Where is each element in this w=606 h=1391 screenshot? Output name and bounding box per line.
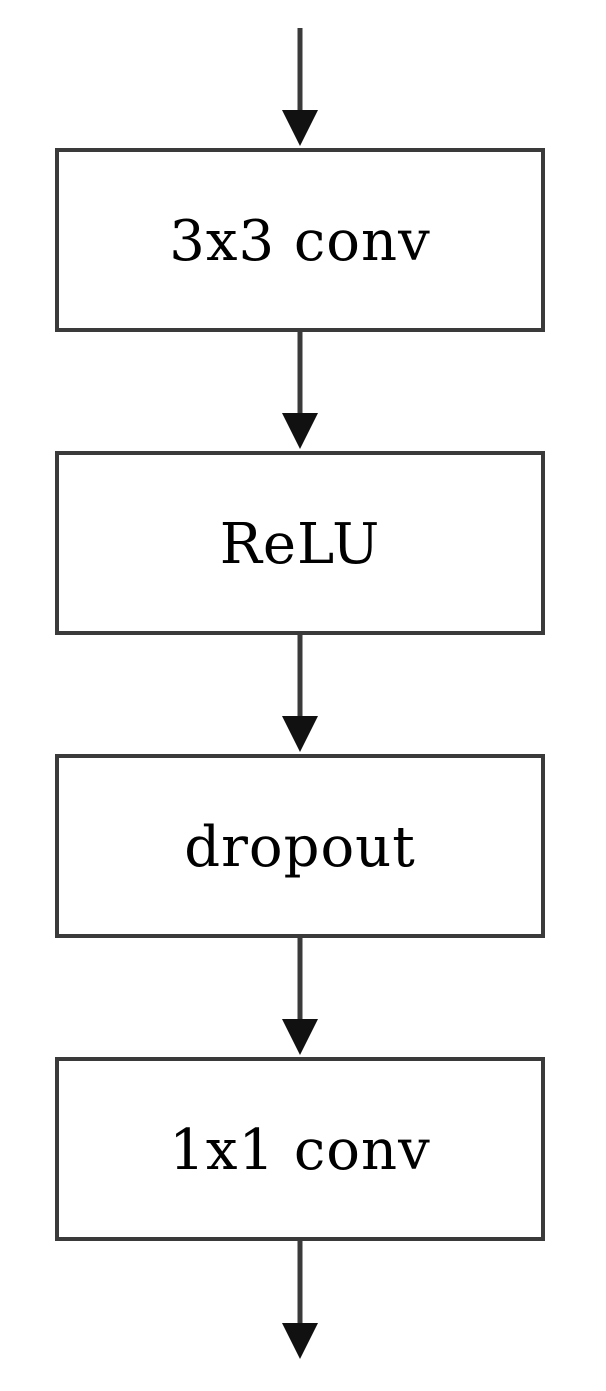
- block-1x1-conv: 1x1 conv: [55, 1057, 545, 1241]
- arrow-1-to-2: [282, 332, 318, 449]
- block-box: [55, 451, 545, 635]
- arrowhead-icon: [282, 1019, 318, 1055]
- arrowhead-icon: [282, 1323, 318, 1359]
- arrow-output: [282, 1241, 318, 1359]
- block-label: dropout: [184, 815, 415, 880]
- block-label: 3x3 conv: [169, 209, 430, 274]
- block-dropout: dropout: [55, 754, 545, 938]
- block-relu: ReLU: [55, 451, 545, 635]
- arrow-input: [282, 28, 318, 146]
- arrowhead-icon: [282, 110, 318, 146]
- arrow-2-to-3: [282, 635, 318, 752]
- block-label: 1x1 conv: [169, 1118, 430, 1183]
- block-3x3-conv: 3x3 conv: [55, 148, 545, 332]
- block-box: [55, 754, 545, 938]
- arrow-3-to-4: [282, 938, 318, 1055]
- arrowhead-icon: [282, 716, 318, 752]
- block-box: [55, 1057, 545, 1241]
- arrowhead-icon: [282, 413, 318, 449]
- block-label: ReLU: [220, 512, 381, 577]
- block-box: [55, 148, 545, 332]
